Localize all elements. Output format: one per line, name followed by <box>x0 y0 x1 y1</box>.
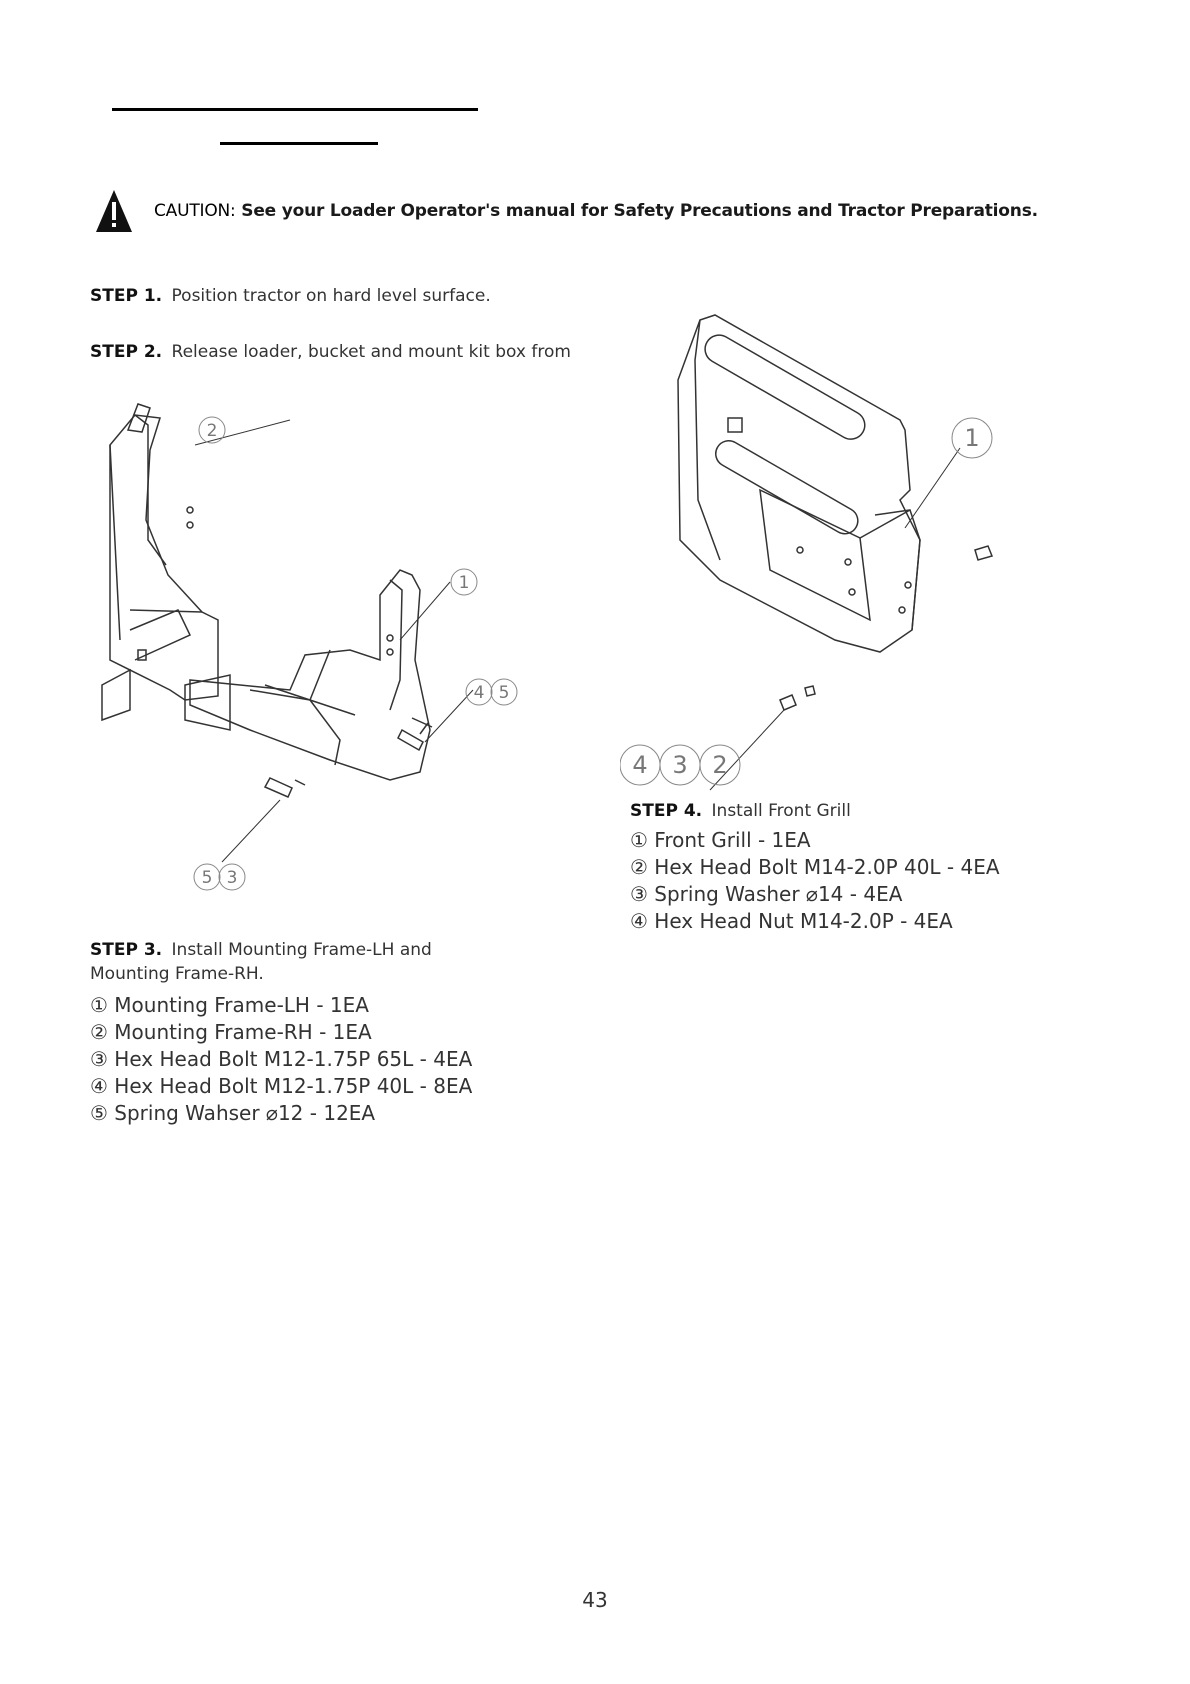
step-3-parts-list: ① Mounting Frame-LH - 1EA ② Mounting Fra… <box>90 992 472 1127</box>
step-3: STEP 3. Install Mounting Frame-LH and Mo… <box>90 938 432 986</box>
list-item: ② Hex Head Bolt M14-2.0P 40L - 4EA <box>630 855 1000 879</box>
step-4-text: Install Front Grill <box>711 801 851 821</box>
step-4-label: STEP 4. <box>630 801 703 821</box>
warning-triangle-icon <box>96 190 132 232</box>
step-4: STEP 4. Install Front Grill <box>630 801 851 821</box>
step-1: STEP 1. Position tractor on hard level s… <box>90 286 491 306</box>
mounting-frame-diagram: 2 1 4 5 5 3 <box>101 403 518 891</box>
callout-left-2: 2 <box>207 421 218 441</box>
callout-right-4: 4 <box>632 751 647 779</box>
step-1-label: STEP 1. <box>90 286 163 306</box>
callout-left-3: 3 <box>227 868 238 888</box>
callout-left-5a: 5 <box>499 683 510 703</box>
callout-right-2: 2 <box>712 751 727 779</box>
list-item: ③ Hex Head Bolt M12-1.75P 65L - 4EA <box>90 1047 473 1071</box>
list-item: ④ Hex Head Bolt M12-1.75P 40L - 8EA <box>90 1074 473 1098</box>
header-rule-short <box>220 142 378 145</box>
list-item: ③ Spring Washer ⌀14 - 4EA <box>630 882 903 906</box>
callout-left-5b: 5 <box>202 868 213 888</box>
step-3-label: STEP 3. <box>90 940 163 960</box>
step-4-parts-list: ① Front Grill - 1EA ② Hex Head Bolt M14-… <box>630 827 1000 935</box>
caution-banner: CAUTION: See your Loader Operator's manu… <box>94 188 1038 234</box>
callout-left-4: 4 <box>474 683 485 703</box>
front-grill-diagram: 1 4 3 2 <box>620 314 994 791</box>
right-callouts: 1 4 3 2 <box>620 417 993 786</box>
caution-text: CAUTION: See your Loader Operator's manu… <box>154 201 1038 221</box>
callout-left-1: 1 <box>459 573 470 593</box>
list-item: ① Mounting Frame-LH - 1EA <box>90 993 369 1017</box>
step-3-text-line2: Mounting Frame-RH. <box>90 964 264 984</box>
caution-prefix: CAUTION: <box>154 201 236 221</box>
list-item: ④ Hex Head Nut M14-2.0P - 4EA <box>630 909 953 933</box>
caution-message: See your Loader Operator's manual for Sa… <box>235 201 1038 221</box>
callout-right-1: 1 <box>964 424 979 452</box>
step-2: STEP 2. Release loader, bucket and mount… <box>90 342 630 362</box>
step-1-text: Position tractor on hard level surface. <box>171 286 491 306</box>
step-2-text: Release loader, bucket and mount kit box… <box>171 342 571 362</box>
callout-right-3: 3 <box>672 751 687 779</box>
list-item: ⑤ Spring Wahser ⌀12 - 12EA <box>90 1101 376 1125</box>
step-3-text-line1: Install Mounting Frame-LH and <box>171 940 432 960</box>
left-callouts: 2 1 4 5 5 3 <box>193 416 518 891</box>
page-number: 43 <box>582 1588 608 1612</box>
list-item: ② Mounting Frame-RH - 1EA <box>90 1020 372 1044</box>
list-item: ① Front Grill - 1EA <box>630 828 811 852</box>
step-2-label: STEP 2. <box>90 342 163 362</box>
header-rule-long <box>112 108 478 111</box>
